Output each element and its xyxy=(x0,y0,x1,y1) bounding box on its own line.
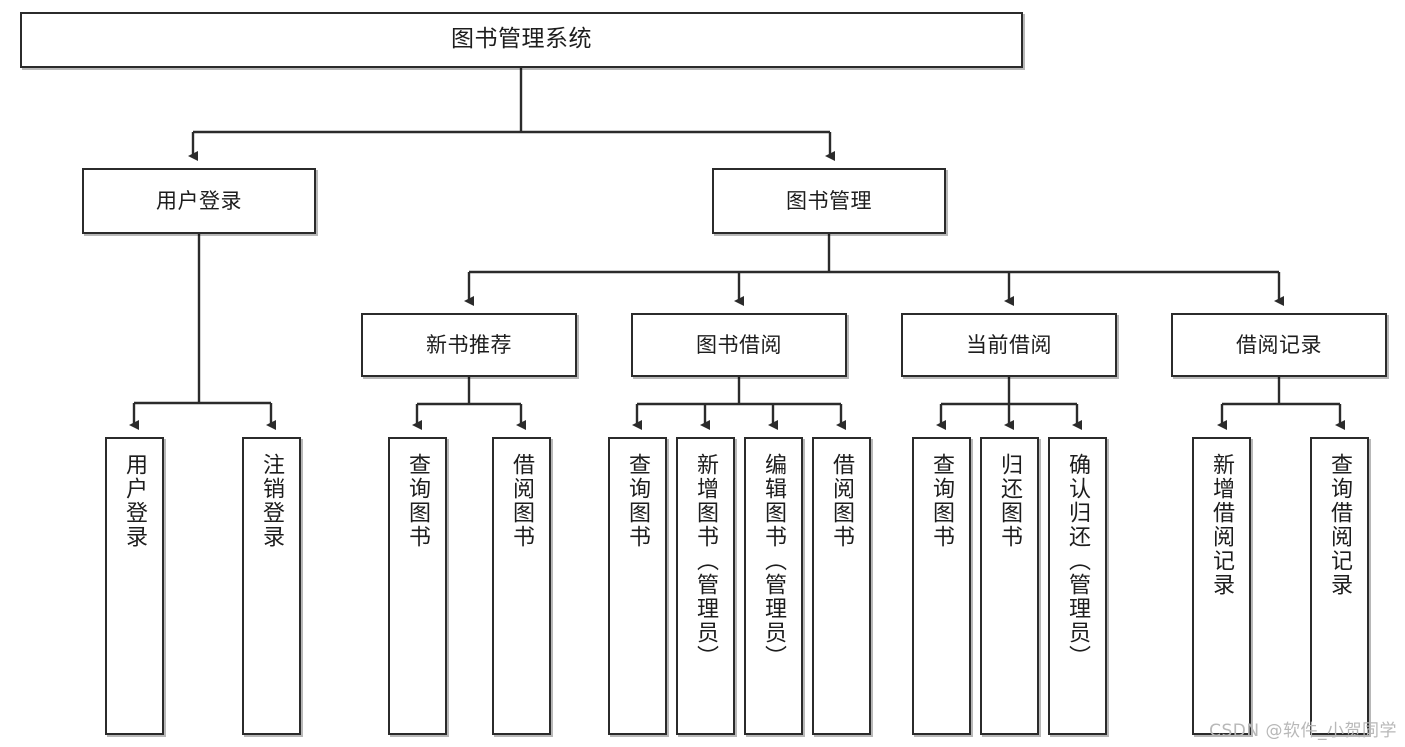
node-label: 借阅图书 xyxy=(509,453,535,549)
node-book-management-system[interactable]: 图书管理系统 xyxy=(20,12,1023,68)
node-label: 新书推荐 xyxy=(426,332,512,357)
node-new-book-recommend[interactable]: 新书推荐 xyxy=(361,313,577,377)
node-label: 借阅记录 xyxy=(1236,332,1322,357)
node-label: 编辑图书（管理员） xyxy=(761,453,787,669)
node-borrow-record[interactable]: 借阅记录 xyxy=(1171,313,1387,377)
csdn-watermark: CSDN @软件_小贺同学 xyxy=(1209,721,1397,741)
node-leaf-return-book[interactable]: 归还图书 xyxy=(980,437,1039,735)
node-current-borrow[interactable]: 当前借阅 xyxy=(901,313,1117,377)
node-label: 查询图书 xyxy=(405,453,431,549)
node-leaf-logout-login[interactable]: 注销登录 xyxy=(242,437,301,735)
node-leaf-add-book[interactable]: 新增图书（管理员） xyxy=(676,437,735,735)
node-leaf-borrow-book-2[interactable]: 借阅图书 xyxy=(812,437,871,735)
node-leaf-user-login[interactable]: 用户登录 xyxy=(105,437,164,735)
node-label: 图书管理系统 xyxy=(451,26,592,53)
node-label: 当前借阅 xyxy=(966,332,1052,357)
node-leaf-edit-book[interactable]: 编辑图书（管理员） xyxy=(744,437,803,735)
node-label: 图书管理 xyxy=(786,188,872,213)
node-leaf-borrow-book-1[interactable]: 借阅图书 xyxy=(492,437,551,735)
node-label: 用户登录 xyxy=(156,188,242,213)
node-leaf-query-book-2[interactable]: 查询图书 xyxy=(608,437,667,735)
node-leaf-query-book-3[interactable]: 查询图书 xyxy=(912,437,971,735)
node-label: 确认归还（管理员） xyxy=(1065,453,1091,669)
node-label: 用户登录 xyxy=(122,453,148,549)
node-label: 查询图书 xyxy=(625,453,651,549)
node-book-manage[interactable]: 图书管理 xyxy=(712,168,946,234)
node-label: 新增图书（管理员） xyxy=(693,453,719,669)
node-leaf-query-record[interactable]: 查询借阅记录 xyxy=(1310,437,1369,735)
node-user-login[interactable]: 用户登录 xyxy=(82,168,316,234)
node-label: 查询图书 xyxy=(929,453,955,549)
node-label: 借阅图书 xyxy=(829,453,855,549)
node-leaf-query-book-1[interactable]: 查询图书 xyxy=(388,437,447,735)
node-label: 归还图书 xyxy=(997,453,1023,549)
node-leaf-confirm-return[interactable]: 确认归还（管理员） xyxy=(1048,437,1107,735)
node-leaf-add-record[interactable]: 新增借阅记录 xyxy=(1192,437,1251,735)
node-label: 注销登录 xyxy=(259,453,285,549)
node-label: 图书借阅 xyxy=(696,332,782,357)
node-book-borrow[interactable]: 图书借阅 xyxy=(631,313,847,377)
node-label: 查询借阅记录 xyxy=(1327,453,1353,597)
node-label: 新增借阅记录 xyxy=(1209,453,1235,597)
